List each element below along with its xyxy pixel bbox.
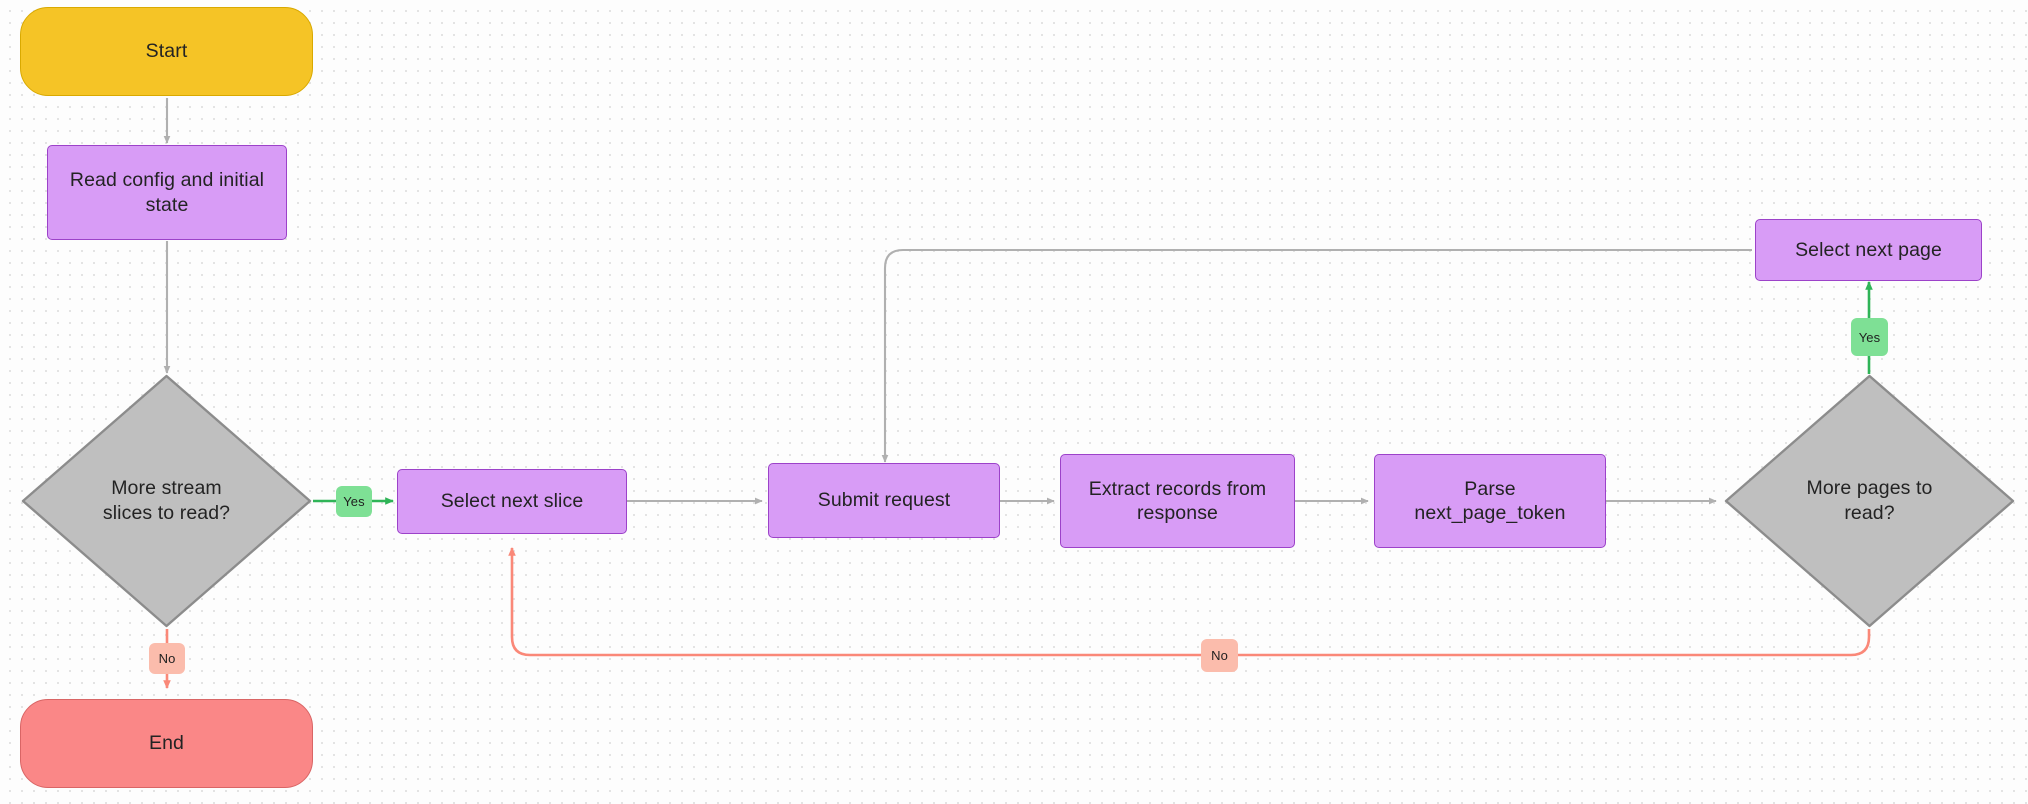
node-extract-records-label: Extract records from response	[1088, 477, 1267, 524]
node-select-next-page-label: Select next page	[1795, 238, 1942, 261]
node-parse-next-page-token-label: Parse next_page_token	[1414, 477, 1566, 524]
node-more-stream-slices-label: More stream slices to read?	[102, 476, 231, 524]
edge-label-more-pages-yes: Yes	[1851, 318, 1888, 356]
node-more-pages-label: More pages to read?	[1806, 476, 1933, 524]
node-end-label: End	[149, 732, 184, 755]
edge-label-more-slices-no: No	[149, 643, 185, 674]
diamond-shape	[21, 374, 312, 628]
node-start[interactable]: Start	[20, 7, 313, 96]
edge-next-page-to-submit	[881, 248, 1752, 463]
node-submit-request[interactable]: Submit request	[768, 463, 1000, 538]
node-parse-next-page-token[interactable]: Parse next_page_token	[1374, 454, 1606, 548]
node-end[interactable]: End	[20, 699, 313, 788]
edge-label-more-slices-yes: Yes	[336, 486, 372, 517]
node-start-label: Start	[145, 40, 188, 63]
node-more-stream-slices[interactable]: More stream slices to read?	[20, 373, 313, 629]
node-select-next-slice[interactable]: Select next slice	[397, 469, 627, 534]
node-read-config[interactable]: Read config and initial state	[47, 145, 287, 240]
edge-label-more-pages-no: No	[1201, 639, 1238, 672]
node-select-next-page[interactable]: Select next page	[1755, 219, 1982, 281]
node-submit-request-label: Submit request	[817, 489, 951, 512]
edge-more-pages-no-to-next-slice	[508, 547, 1871, 657]
node-extract-records[interactable]: Extract records from response	[1060, 454, 1295, 548]
node-more-pages[interactable]: More pages to read?	[1723, 373, 2016, 629]
node-select-next-slice-label: Select next slice	[440, 490, 584, 513]
node-read-config-label: Read config and initial state	[69, 169, 265, 216]
